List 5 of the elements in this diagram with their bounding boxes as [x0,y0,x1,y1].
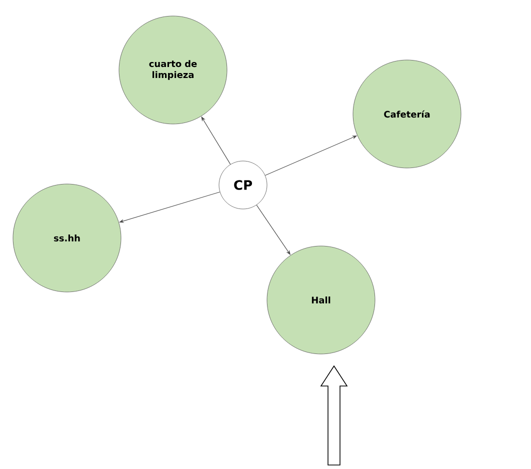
circle-node: cuarto de limpieza [118,16,228,124]
circle-node: ss.hh [12,184,122,292]
block-arrow [320,365,348,466]
circle-node: Hall [266,246,376,354]
circle-node: Cafetería [352,60,462,168]
